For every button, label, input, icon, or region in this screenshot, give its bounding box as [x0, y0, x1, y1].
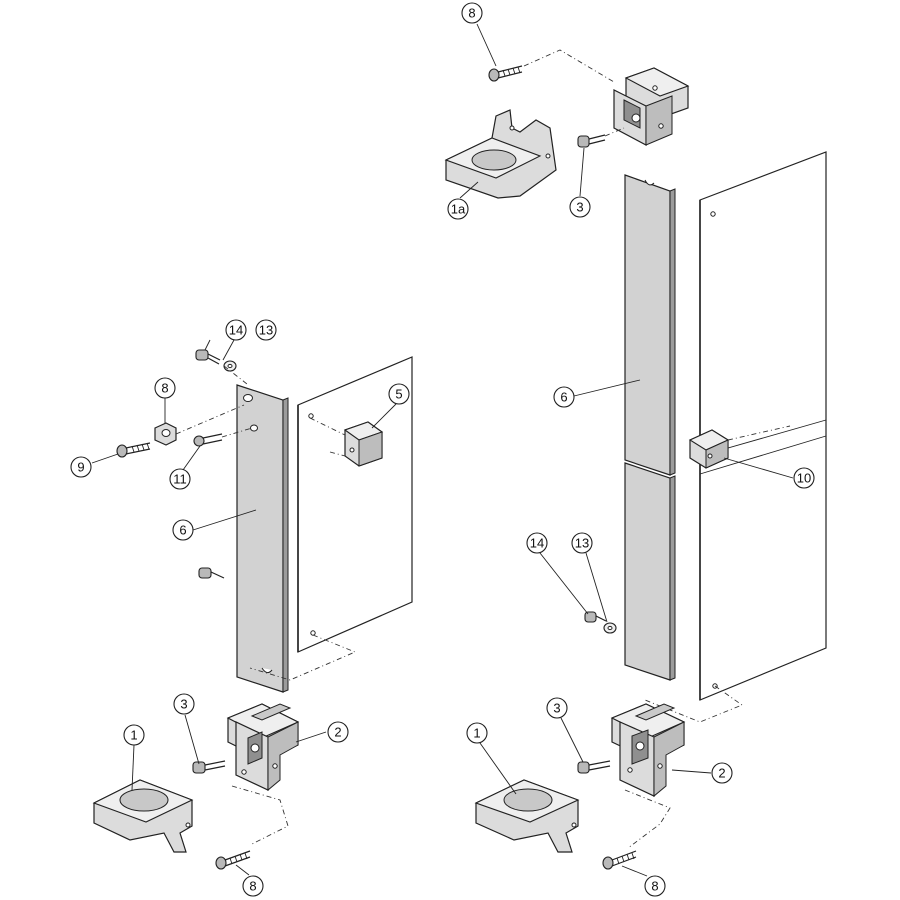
left-circuit-board	[297, 356, 413, 653]
callout-left-6: 6	[172, 519, 194, 541]
right-leader-lines	[459, 23, 794, 877]
svg-text:8: 8	[161, 381, 168, 396]
callout-left-2: 2	[327, 721, 349, 743]
right-assembly: 8 1a 3 6 10 14 13 3 1 2 8	[444, 2, 827, 897]
callout-right-3-bottom: 3	[546, 697, 568, 719]
left-guide-block	[343, 421, 384, 467]
callout-right-14: 14	[526, 532, 548, 554]
svg-text:3: 3	[180, 697, 187, 712]
right-alignment-lines	[523, 49, 791, 849]
right-guide-block	[688, 429, 730, 469]
svg-text:14: 14	[530, 536, 544, 551]
left-screw-9	[116, 442, 151, 458]
callout-right-1a: 1a	[447, 198, 469, 220]
svg-text:1: 1	[130, 728, 137, 743]
left-screw-3	[192, 760, 226, 774]
left-panel-screw	[198, 567, 225, 579]
left-handle	[92, 779, 194, 853]
svg-text:10: 10	[797, 471, 811, 486]
right-screw-8-top	[488, 65, 523, 82]
svg-text:8: 8	[249, 879, 256, 894]
callout-right-8-bottom: 8	[644, 875, 666, 897]
left-nut-8	[154, 422, 177, 446]
callout-right-10: 10	[793, 467, 815, 489]
left-front-panel	[236, 384, 289, 693]
svg-text:2: 2	[334, 725, 341, 740]
right-top-bracket	[613, 67, 690, 146]
svg-text:5: 5	[395, 387, 402, 402]
right-screw-3-bottom	[577, 760, 611, 774]
svg-text:3: 3	[576, 200, 583, 215]
right-mounting-bracket	[610, 703, 686, 798]
left-screw-8-bottom	[215, 850, 251, 870]
left-leader-lines	[91, 339, 397, 876]
right-front-panel-upper	[624, 174, 676, 476]
callout-left-9: 9	[70, 456, 92, 478]
right-handle	[474, 779, 580, 853]
left-screw-14	[195, 349, 221, 365]
svg-text:13: 13	[575, 536, 589, 551]
callout-left-11: 11	[169, 468, 191, 490]
left-mounting-bracket	[226, 703, 300, 792]
right-handle-1a	[444, 109, 557, 199]
svg-text:2: 2	[718, 766, 725, 781]
svg-text:3: 3	[553, 701, 560, 716]
callout-right-8-top: 8	[461, 2, 483, 24]
callout-left-14: 14	[225, 319, 247, 341]
callout-left-8-bottom: 8	[242, 875, 264, 897]
callout-left-5: 5	[388, 383, 410, 405]
right-screw-3-top	[577, 134, 606, 148]
right-screw-8-bottom	[602, 850, 637, 870]
svg-text:8: 8	[651, 879, 658, 894]
callout-right-1: 1	[466, 722, 488, 744]
callout-right-3-top: 3	[569, 196, 591, 218]
left-screw-11	[193, 433, 223, 447]
right-circuit-board	[699, 151, 827, 701]
svg-text:9: 9	[77, 460, 84, 475]
svg-text:11: 11	[173, 472, 187, 487]
callout-left-1: 1	[123, 724, 145, 746]
right-screw-14	[584, 611, 607, 623]
left-assembly: 14 13 8 9 11 5 6 3 1 2 8	[70, 319, 413, 897]
callout-right-2: 2	[711, 762, 733, 784]
left-washer-13	[223, 360, 237, 372]
right-front-panel-lower	[624, 462, 676, 681]
right-washer-13	[603, 622, 617, 634]
svg-text:1: 1	[473, 726, 480, 741]
svg-text:8: 8	[468, 6, 475, 21]
callout-right-13: 13	[571, 532, 593, 554]
svg-text:6: 6	[560, 390, 567, 405]
svg-text:13: 13	[259, 323, 273, 338]
svg-text:1a: 1a	[451, 202, 466, 217]
callout-left-3: 3	[173, 693, 195, 715]
left-alignment-lines	[175, 365, 357, 845]
callout-left-13: 13	[255, 319, 277, 341]
callout-left-8-top: 8	[154, 377, 176, 399]
svg-text:6: 6	[179, 523, 186, 538]
callout-right-6: 6	[553, 386, 575, 408]
svg-text:14: 14	[229, 323, 243, 338]
